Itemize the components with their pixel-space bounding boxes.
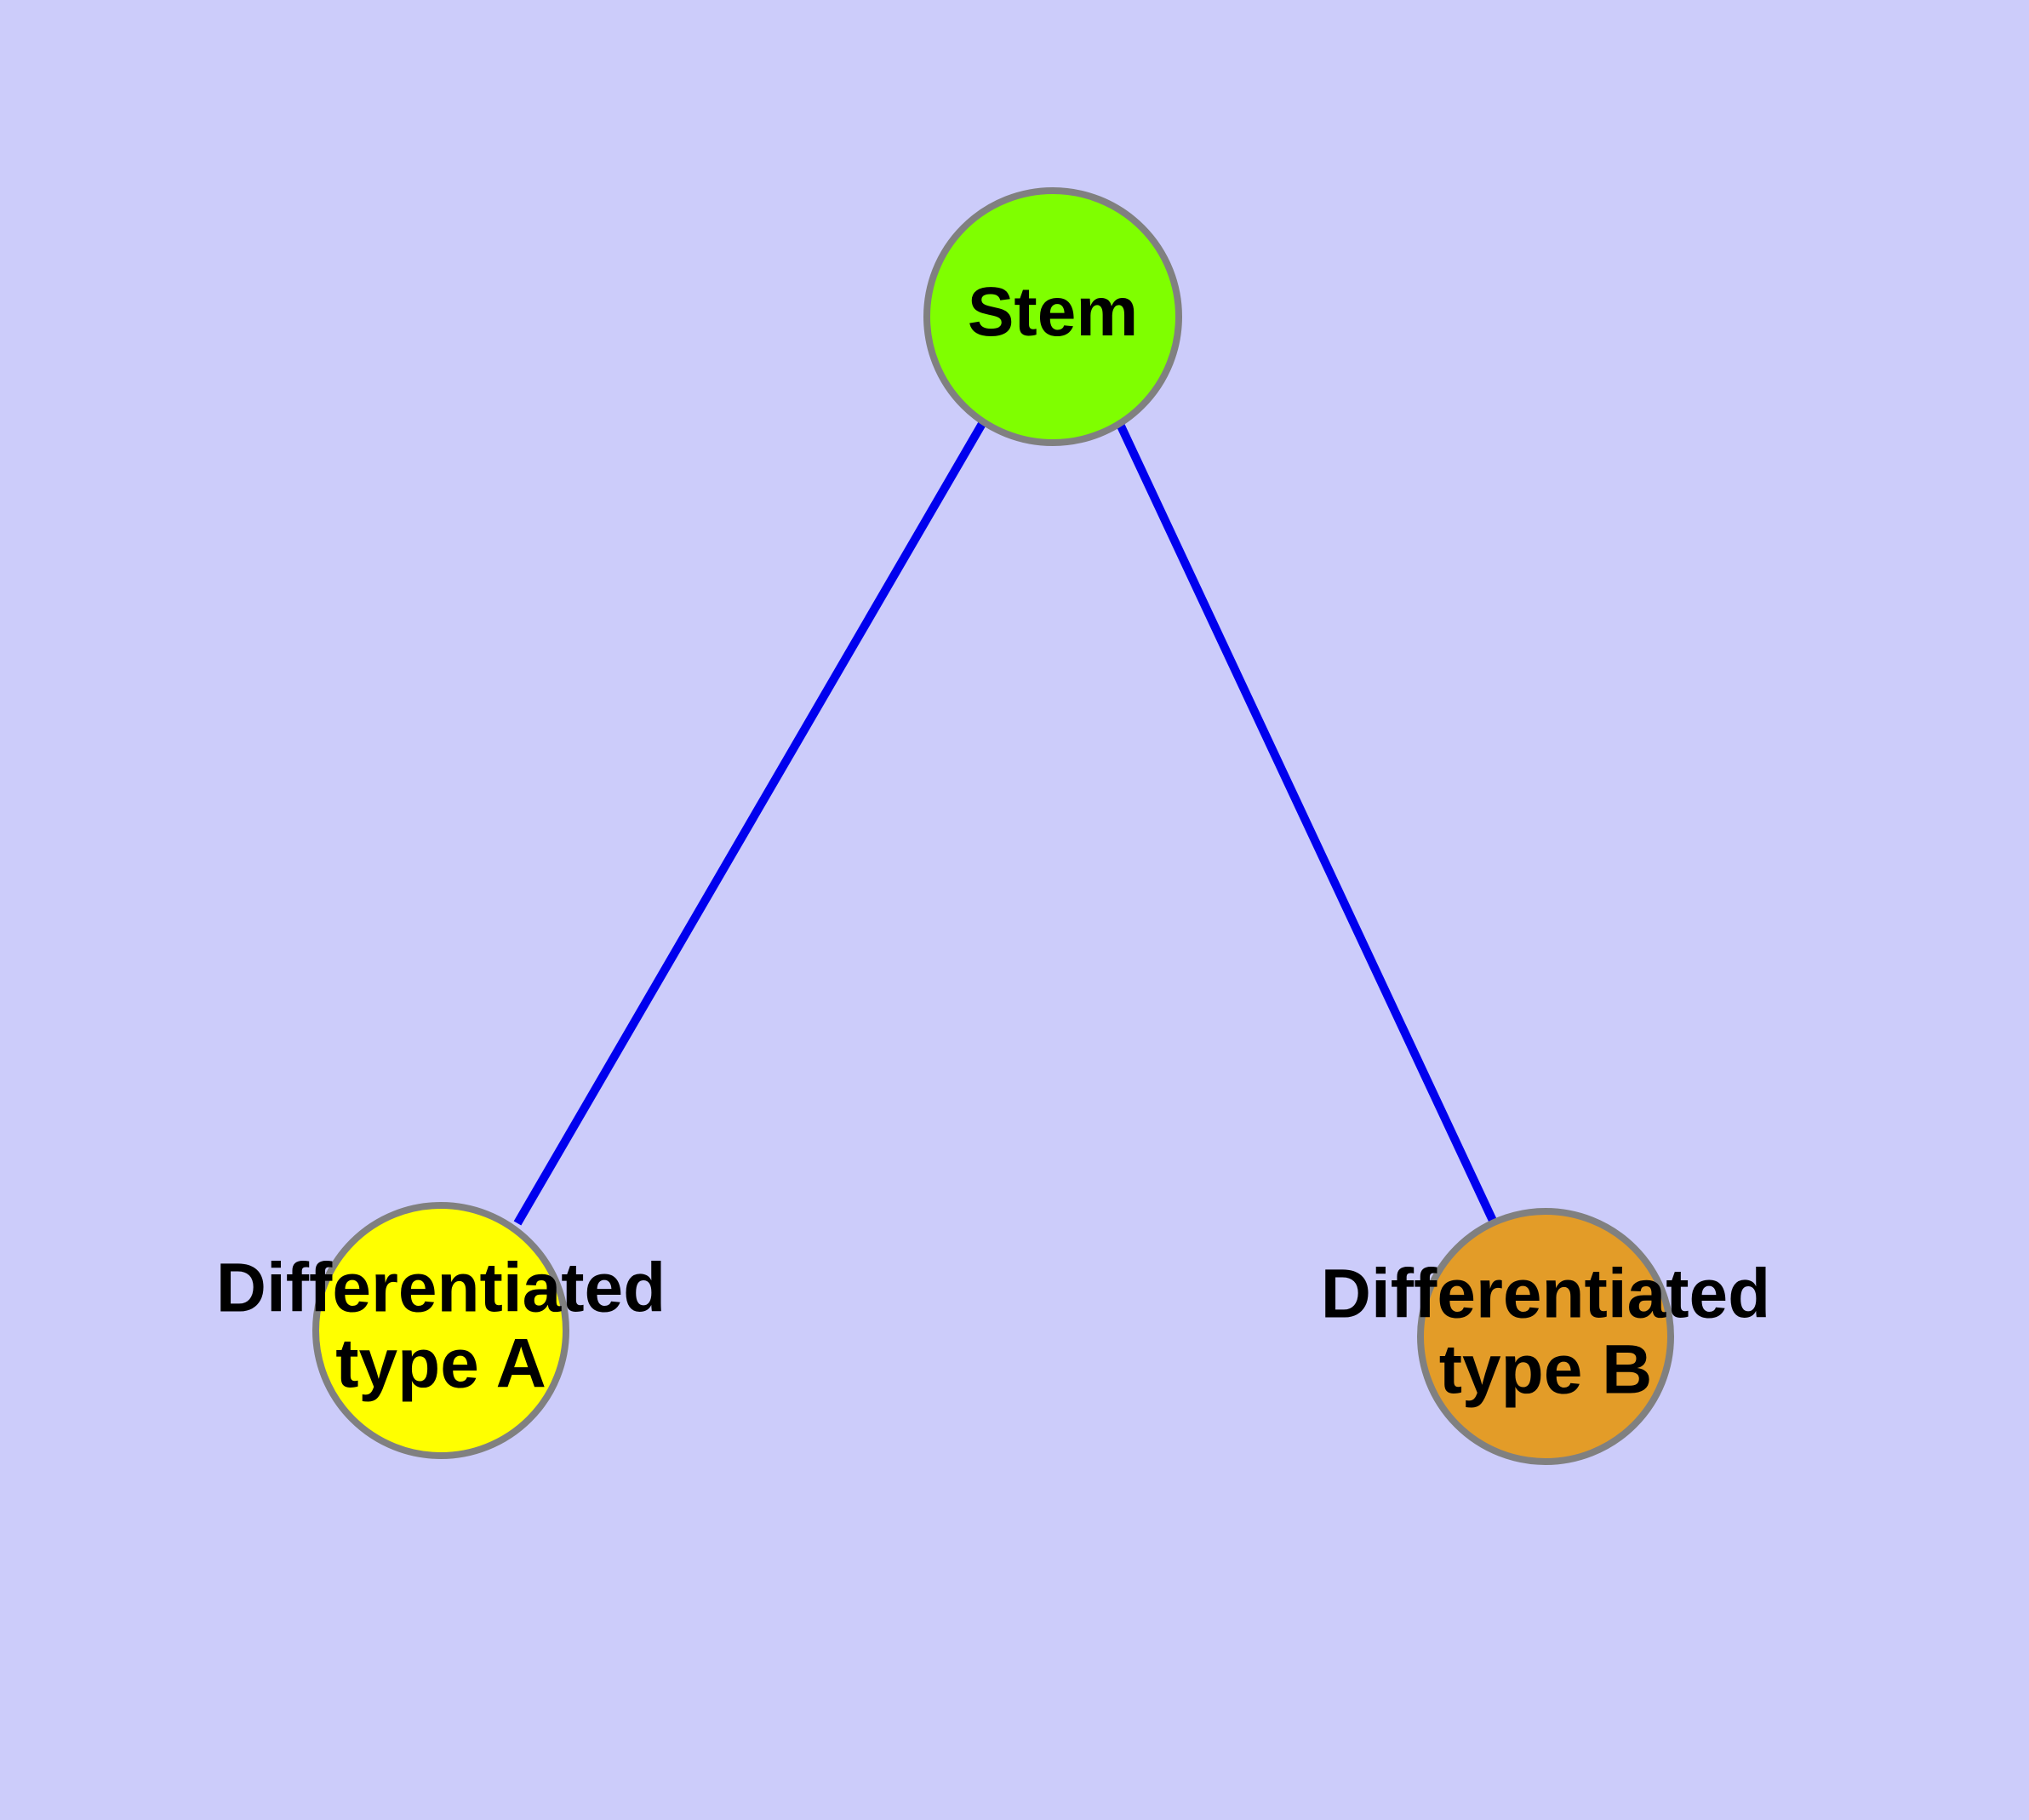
node-circle-stem[interactable] — [923, 187, 1182, 446]
edge-stem-to-a[interactable] — [513, 420, 987, 1226]
node-circle-diff_a[interactable] — [312, 1202, 569, 1459]
edge-stem-to-b[interactable] — [1114, 418, 1498, 1225]
node-label-stem: Stem — [968, 273, 1139, 351]
edges-layer — [513, 418, 1498, 1226]
node-label-line: type A — [335, 1325, 546, 1402]
node-label-line: type B — [1439, 1331, 1653, 1408]
node-label-line: Differentiated — [1321, 1255, 1771, 1332]
node-label-line: Stem — [968, 273, 1139, 351]
node-stem[interactable]: Stem — [923, 187, 1182, 446]
node-circle-diff_b[interactable] — [1417, 1208, 1674, 1465]
node-label-line: Differentiated — [216, 1249, 666, 1326]
